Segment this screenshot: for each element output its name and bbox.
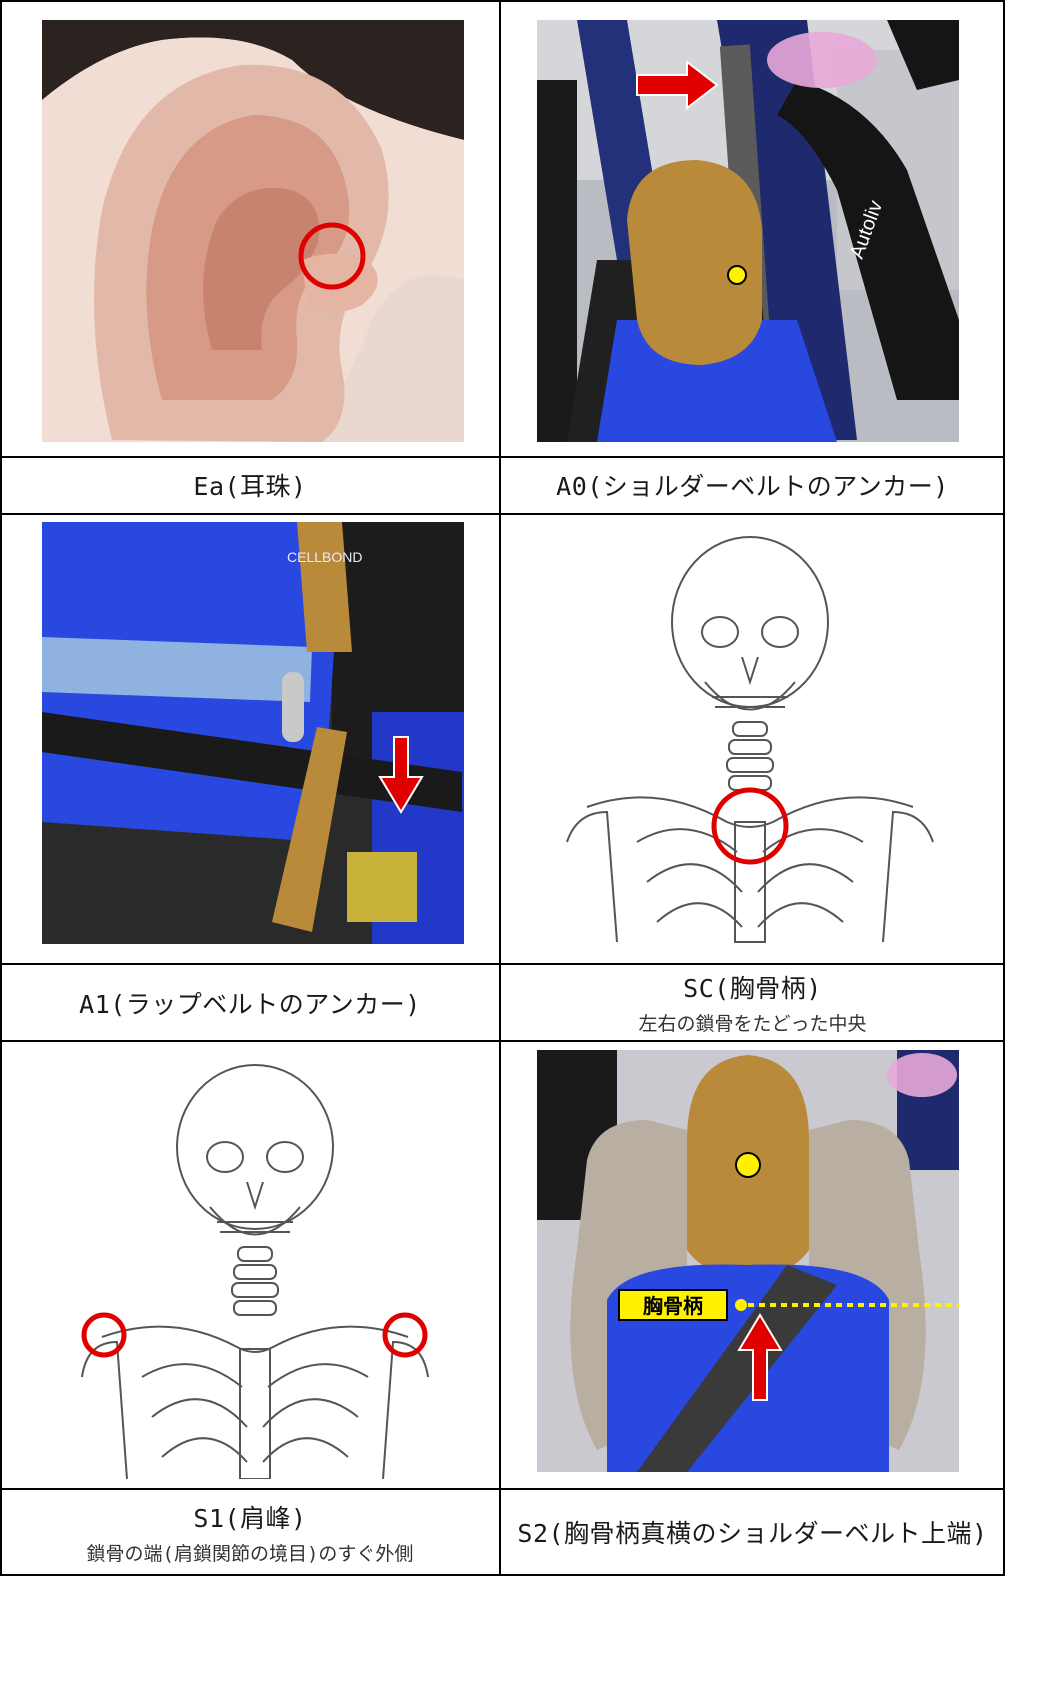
caption-cell-s2: S2(胸骨柄真横のショルダーベルト上端) <box>500 1490 1005 1574</box>
lap-anchor-photo-cell: CELLBOND <box>42 522 464 944</box>
table-border <box>0 1040 1005 1042</box>
shoulder-anchor-photo-cell: Autoliv <box>537 20 959 442</box>
caption-cell-ea: Ea(耳珠) <box>0 457 500 513</box>
red-arrow-up <box>737 1313 783 1401</box>
red-arrow-right <box>636 59 719 111</box>
caption-a0: A0(ショルダーベルトのアンカー) <box>556 472 949 501</box>
ear-photo <box>42 20 464 442</box>
skeleton-acromion-cell <box>42 1057 464 1479</box>
sternum-level-photo-cell: 胸骨柄 <box>537 1050 959 1472</box>
caption-a1: A1(ラップベルトのアンカー) <box>79 989 421 1019</box>
skeleton-diagram-sternum <box>537 522 959 944</box>
caption-cell-s1: S1(肩峰) 鎖骨の端(肩鎖関節の境目)のすぐ外側 <box>0 1490 500 1574</box>
sternum-level-photo: 胸骨柄 <box>537 1050 959 1472</box>
caption-ea: Ea(耳珠) <box>193 472 307 501</box>
table-border <box>0 456 1005 458</box>
red-circle-marker <box>298 222 366 290</box>
caption-s1: S1(肩峰) <box>193 1503 307 1533</box>
table-border <box>0 513 1005 515</box>
red-circle-marker-left <box>81 1312 127 1358</box>
sternum-tag-label: 胸骨柄 <box>643 1294 703 1318</box>
red-circle-marker <box>711 787 789 865</box>
ear-photo-cell <box>42 20 464 442</box>
table-border <box>0 0 2 1576</box>
shoulder-anchor-photo: Autoliv <box>537 20 959 442</box>
caption-cell-a0: A0(ショルダーベルトのアンカー) <box>500 457 1005 513</box>
cellbond-logo-text: CELLBOND <box>287 549 362 565</box>
table-border <box>0 1488 1005 1490</box>
table-border <box>0 963 1005 965</box>
red-circle-marker-right <box>382 1312 428 1358</box>
skeleton-diagram-acromion <box>42 1057 464 1479</box>
red-arrow-down <box>378 736 424 814</box>
table-border <box>0 0 1005 2</box>
caption-sc: SC(胸骨柄) <box>683 974 822 1003</box>
caption-cell-a1: A1(ラップベルトのアンカー) <box>0 965 500 1040</box>
caption-sc-note: 左右の鎖骨をたどった中央 <box>638 1013 867 1035</box>
caption-s1-note: 鎖骨の端(肩鎖関節の境目)のすぐ外側 <box>86 1542 414 1565</box>
lap-anchor-photo: CELLBOND <box>42 522 464 944</box>
table-border <box>0 1574 1005 1576</box>
caption-cell-sc: SC(胸骨柄) 左右の鎖骨をたどった中央 <box>500 965 1005 1040</box>
skeleton-sternum-cell <box>537 522 959 944</box>
table-border <box>1003 0 1005 1576</box>
table-border <box>499 0 501 1576</box>
caption-s2: S2(胸骨柄真横のショルダーベルト上端) <box>517 1519 988 1548</box>
